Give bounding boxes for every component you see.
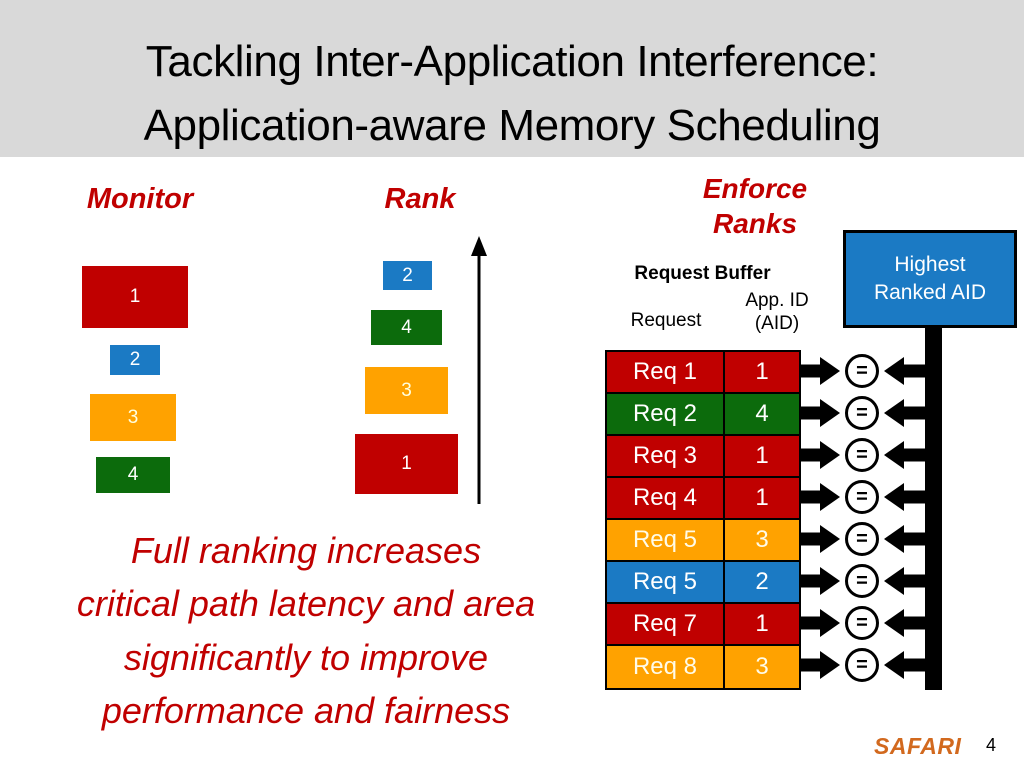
cell-request: Req 1 — [607, 352, 725, 392]
rank-bar-app3: 3 — [365, 367, 448, 414]
monitor-bar-app3: 3 — [90, 394, 176, 441]
comparator-equals-icon: = — [845, 522, 879, 556]
rank-bar-app1: 1 — [355, 434, 458, 494]
cell-app-id: 2 — [755, 568, 769, 595]
cell-request: Req 8 — [607, 646, 725, 688]
cell-app-id: 1 — [755, 358, 769, 385]
comparator-equals-icon: = — [845, 480, 879, 514]
table-row[interactable]: Req 7 1 — [607, 604, 799, 646]
comparator-equals-icon: = — [845, 354, 879, 388]
comparator-equals-icon: = — [845, 438, 879, 472]
comparator-arrow-layer — [801, 357, 928, 679]
cell-app-id: 1 — [755, 442, 769, 469]
safari-logo: SAFARI — [874, 733, 962, 759]
cell-request: Req 4 — [607, 478, 725, 518]
takeaway-message: Full ranking increases critical path lat… — [76, 530, 536, 731]
rank-section-label: Rank — [384, 183, 456, 215]
comparator-equals-icon: = — [845, 396, 879, 430]
table-row[interactable]: Req 5 3 — [607, 520, 799, 562]
monitor-bar-app2: 2 — [110, 345, 160, 375]
comparator-equals-icon: = — [845, 606, 879, 640]
table-row[interactable]: Req 2 4 — [607, 394, 799, 436]
page-number: 4 — [986, 735, 997, 755]
rank-bar-app2: 2 — [383, 261, 432, 290]
comparator-equals-icon: = — [845, 564, 879, 598]
cell-app-id: 3 — [755, 526, 769, 553]
table-row[interactable]: Req 3 1 — [607, 436, 799, 478]
comparator-equals-icon: = — [845, 648, 879, 682]
request-buffer-title: Request Buffer — [634, 263, 771, 284]
cell-app-id: 4 — [755, 400, 769, 427]
highest-ranked-aid-bus — [925, 322, 942, 690]
table-row[interactable]: Req 8 3 — [607, 646, 799, 688]
page-title: Tackling Inter-Application Interference:… — [143, 37, 881, 150]
monitor-bar-app1: 1 — [82, 266, 188, 328]
cell-app-id: 1 — [755, 610, 769, 637]
column-header-app-id: App. ID (AID) — [745, 290, 809, 335]
rank-up-arrow-icon — [471, 236, 487, 504]
cell-request: Req 5 — [607, 520, 725, 560]
rank-bar-app4: 4 — [371, 310, 442, 345]
cell-request: Req 3 — [607, 436, 725, 476]
column-header-request: Request — [630, 310, 702, 331]
table-row[interactable]: Req 4 1 — [607, 478, 799, 520]
cell-request: Req 5 — [607, 562, 725, 602]
cell-request: Req 7 — [607, 604, 725, 644]
highest-ranked-aid-box: Highest Ranked AID — [843, 230, 1017, 328]
table-row[interactable]: Req 5 2 — [607, 562, 799, 604]
cell-app-id: 3 — [755, 653, 769, 680]
monitor-bar-app4: 4 — [96, 457, 170, 493]
request-buffer-table: Req 1 1 Req 2 4 Req 3 1 Req 4 1 Req 5 3 … — [605, 350, 801, 690]
monitor-section-label: Monitor — [86, 183, 194, 215]
title-band — [0, 0, 1024, 157]
cell-request: Req 2 — [607, 394, 725, 434]
cell-app-id: 1 — [755, 484, 769, 511]
enforce-section-label: Enforce Ranks — [702, 173, 808, 239]
table-row[interactable]: Req 1 1 — [607, 352, 799, 394]
